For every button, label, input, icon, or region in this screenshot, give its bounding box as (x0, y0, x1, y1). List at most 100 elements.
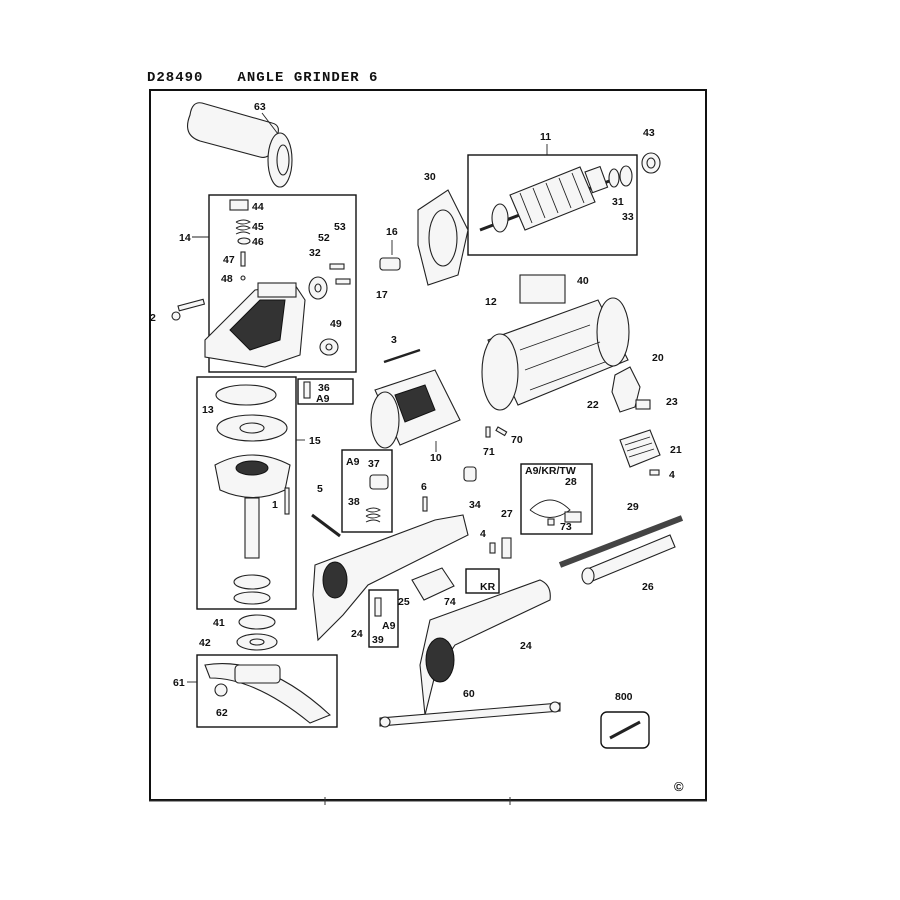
label-39: 39 (372, 634, 384, 646)
label-11: 11 (540, 131, 551, 143)
part-39[interactable] (374, 597, 382, 617)
label-4a: 4 (669, 469, 675, 481)
label-24b: 24 (520, 640, 532, 652)
label-44: 44 (252, 201, 264, 213)
label-46: 46 (252, 236, 264, 248)
screw-6-part[interactable] (422, 496, 428, 512)
rear-housing-24-part[interactable] (419, 579, 551, 716)
label-21: 21 (670, 444, 682, 456)
label-49: 49 (330, 318, 342, 330)
part-36-a9-box (297, 378, 354, 405)
label-20: 20 (652, 352, 664, 364)
switch-rod-part[interactable] (311, 513, 341, 538)
variant-a9-kr-tw-box (520, 463, 593, 535)
model-number: D28490 (147, 70, 204, 86)
part-28-73[interactable] (529, 499, 582, 526)
washer-49-part[interactable] (319, 338, 339, 356)
label-70: 70 (511, 434, 523, 446)
label-42: 42 (199, 637, 211, 649)
baffle-part[interactable] (417, 189, 469, 286)
label-71: 71 (483, 446, 495, 458)
label-17: 17 (376, 289, 388, 301)
variant-label: A9/KR/TW (525, 465, 576, 477)
label-74: 74 (444, 596, 456, 608)
label-24a: 24 (351, 628, 363, 640)
label-29: 29 (627, 501, 639, 513)
part-34[interactable] (463, 466, 477, 482)
brush-holder-part[interactable] (611, 366, 651, 413)
label-43: 43 (643, 127, 655, 139)
screw-4b-part[interactable] (489, 542, 496, 554)
screw-3-part[interactable] (383, 348, 421, 364)
label-5: 5 (317, 483, 323, 495)
diagram-frame (149, 89, 707, 801)
brush-cover-part[interactable] (619, 429, 661, 468)
label-13: 13 (202, 404, 214, 416)
label-39-a9: A9 (382, 620, 396, 632)
bearing-43-part[interactable] (641, 152, 661, 174)
spanner-60-part[interactable] (379, 701, 561, 728)
rear-housing-half-part[interactable] (312, 514, 469, 642)
label-52: 52 (318, 232, 330, 244)
label-15: 15 (309, 435, 321, 447)
label-10: 10 (430, 452, 442, 464)
armature-part[interactable] (479, 165, 613, 233)
label-36: 36 (318, 382, 330, 394)
label-plate-40-part[interactable] (519, 274, 566, 304)
kr-variant-box (465, 568, 500, 594)
label-6: 6 (421, 481, 427, 493)
field-coil-part[interactable] (370, 369, 461, 449)
switch-spring-part[interactable] (365, 474, 389, 523)
spindle-lock-button-part[interactable] (229, 199, 251, 281)
label-23: 23 (666, 396, 678, 408)
label-26: 26 (642, 581, 654, 593)
label-1: 1 (272, 499, 278, 511)
label-33: 33 (622, 211, 634, 223)
label-16: 16 (386, 226, 398, 238)
label-53: 53 (334, 221, 346, 233)
diagram-title: ANGLE GRINDER 6 (237, 70, 379, 86)
gear-case-assembly-box (208, 194, 357, 373)
part-800-box (600, 711, 650, 749)
label-27: 27 (501, 508, 513, 520)
label-63: 63 (254, 101, 266, 113)
wheel-guard-part[interactable] (204, 663, 332, 724)
label-14: 14 (179, 232, 191, 244)
part-27[interactable] (501, 537, 512, 559)
motor-housing-part[interactable] (481, 297, 630, 411)
label-25: 25 (398, 596, 410, 608)
label-28: 28 (565, 476, 577, 488)
spindle-assembly-part[interactable] (214, 384, 291, 605)
part-36[interactable] (303, 381, 311, 399)
part-39-a9-box (368, 589, 399, 648)
label-22: 22 (587, 399, 599, 411)
screws-70-71-part[interactable] (485, 426, 508, 438)
part-37-38-a9-box (341, 449, 393, 533)
label-47: 47 (223, 254, 235, 266)
label-37: 37 (368, 458, 380, 470)
screw-4a-part[interactable] (649, 469, 660, 476)
handle-grip-26-part[interactable] (581, 534, 676, 585)
label-38: 38 (348, 496, 360, 508)
part-16-17[interactable] (379, 240, 401, 271)
label-2: 2 (150, 312, 156, 324)
label-62: 62 (216, 707, 228, 719)
copyright-symbol: © (674, 779, 684, 794)
gear-case-part[interactable] (204, 282, 306, 368)
label-73: 73 (560, 521, 572, 533)
bearings-31-33-part[interactable] (608, 165, 633, 188)
side-handle-part[interactable] (187, 102, 293, 188)
part-800[interactable] (609, 720, 641, 740)
flanges-41-42-part[interactable] (236, 614, 278, 651)
label-41: 41 (213, 617, 225, 629)
label-40: 40 (577, 275, 589, 287)
label-3: 3 (391, 334, 397, 346)
screws-32-52-53-part[interactable] (308, 263, 351, 300)
label-32: 32 (309, 247, 321, 259)
switch-25-part[interactable] (411, 567, 455, 601)
kr-label: KR (480, 581, 496, 593)
spanner-29-part[interactable] (558, 515, 684, 568)
screw-2-part[interactable] (171, 298, 206, 321)
label-60: 60 (463, 688, 475, 700)
